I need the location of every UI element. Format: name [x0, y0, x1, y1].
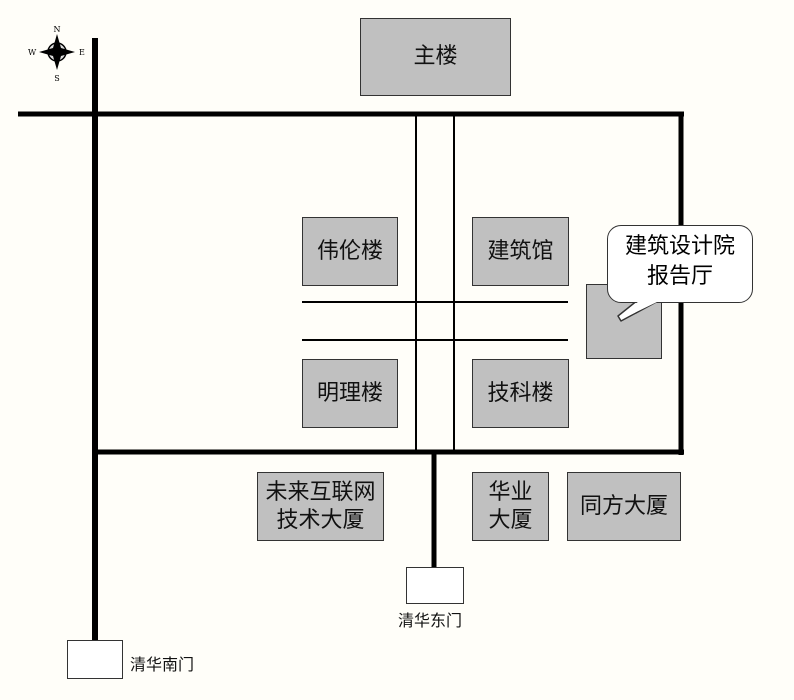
building-weilun: 伟伦楼 — [302, 217, 398, 286]
compass-east: E — [79, 48, 85, 57]
building-jike: 技科楼 — [472, 359, 569, 428]
building-huaye: 华业大厦 — [472, 472, 549, 541]
building-jianzhu: 建筑馆 — [472, 217, 569, 286]
building-huaye-label-1: 华业 — [488, 479, 533, 505]
building-huaye-label-2: 大厦 — [488, 507, 533, 533]
compass-west: W — [28, 48, 37, 57]
gate-south-label: 清华南门 — [130, 655, 195, 674]
building-mingli-label: 明理楼 — [316, 380, 383, 406]
gate-east-box — [406, 567, 464, 604]
callout-report-hall: 建筑设计院 报告厅 — [607, 225, 753, 303]
building-jike-label: 技科楼 — [487, 380, 554, 406]
building-future-internet-label-1: 未来互联网 — [265, 479, 376, 505]
building-tongfang: 同方大厦 — [567, 472, 681, 541]
gate-east-label: 清华东门 — [398, 611, 463, 630]
building-future-internet-label-2: 技术大厦 — [276, 507, 365, 533]
building-main: 主楼 — [360, 18, 511, 96]
compass-south: S — [54, 74, 59, 83]
building-weilun-label: 伟伦楼 — [316, 238, 383, 264]
building-future-internet: 未来互联网技术大厦 — [257, 472, 384, 541]
building-mingli: 明理楼 — [302, 359, 398, 428]
compass-north: N — [54, 25, 61, 34]
building-main-label: 主楼 — [413, 44, 458, 69]
building-jianzhu-label: 建筑馆 — [487, 238, 554, 264]
callout-line-2: 报告厅 — [646, 264, 713, 289]
building-tongfang-label: 同方大厦 — [579, 493, 668, 519]
gate-south-box — [67, 640, 123, 679]
compass-icon: N S E W — [28, 25, 85, 83]
callout-line-1: 建筑设计院 — [624, 234, 735, 259]
